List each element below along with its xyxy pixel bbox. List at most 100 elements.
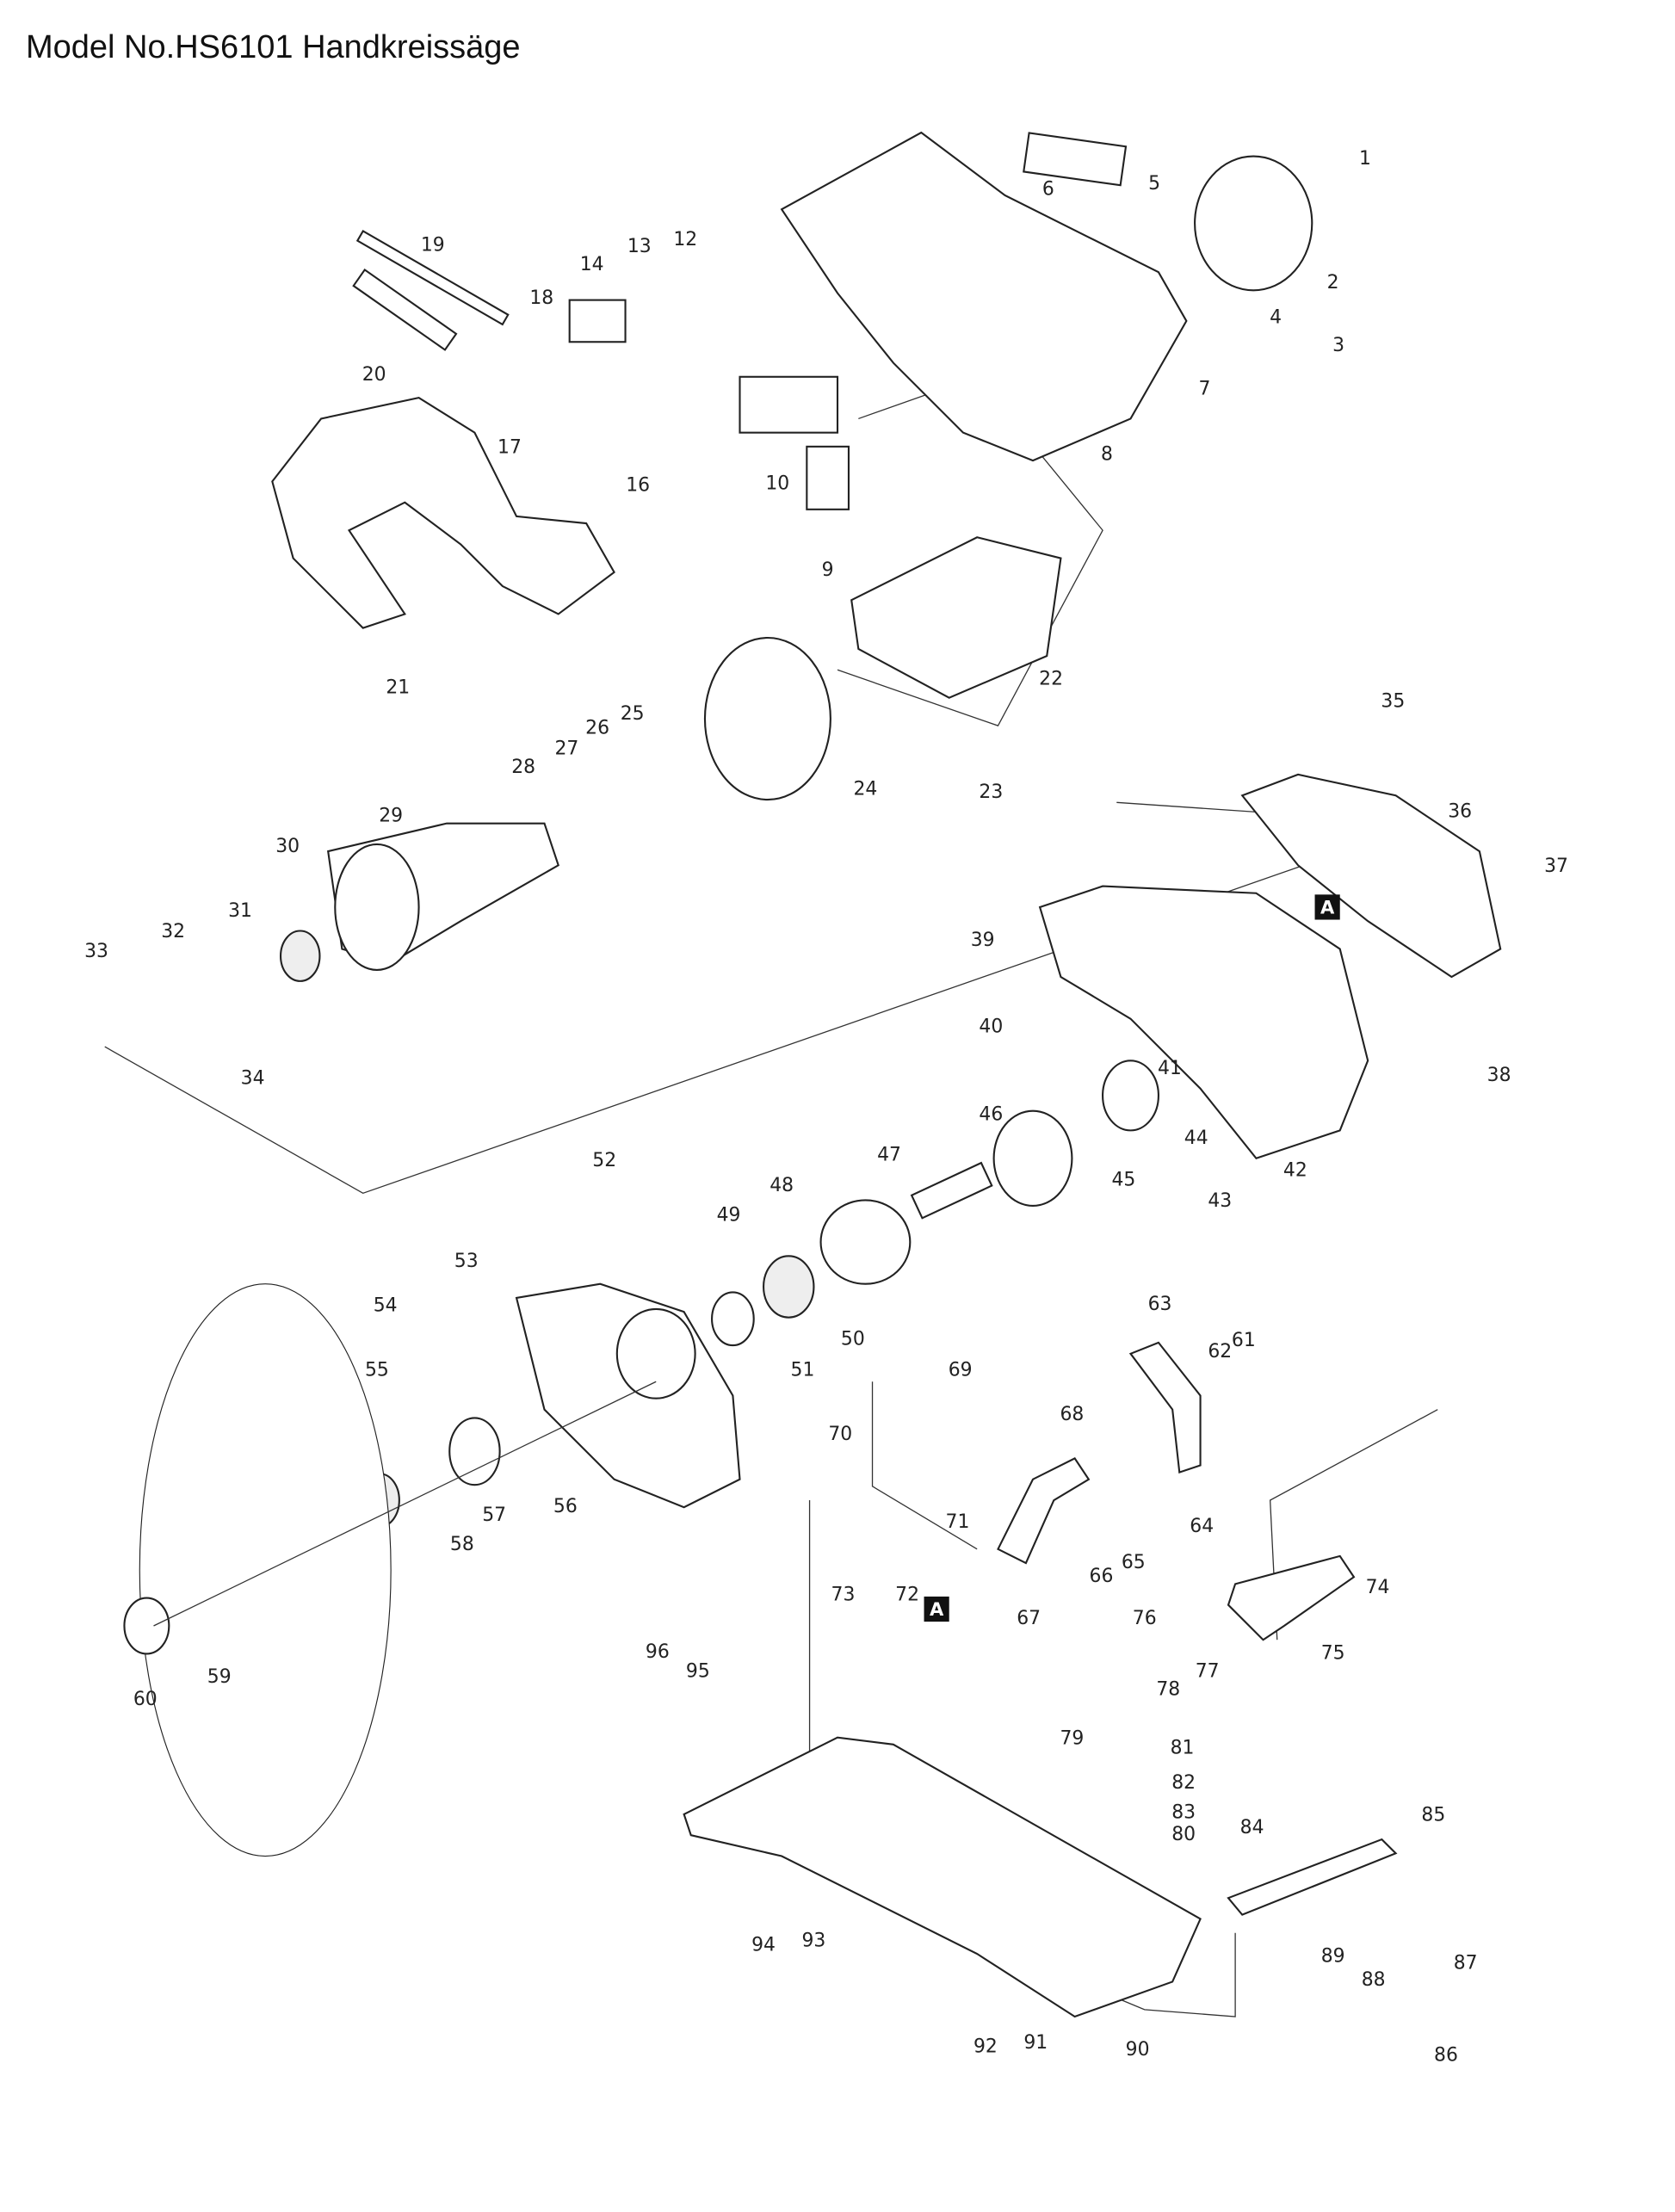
part-label: 46 [979, 1104, 1003, 1126]
part-label: 36 [1448, 801, 1472, 823]
part-label: 38 [1487, 1065, 1511, 1086]
part-label: 62 [1208, 1341, 1232, 1362]
part-label: 16 [626, 474, 650, 496]
brush [806, 445, 850, 510]
part-label: 77 [1196, 1660, 1220, 1682]
part-label: 10 [765, 473, 789, 495]
part-label: 70 [828, 1424, 852, 1445]
part-label: 25 [621, 703, 645, 725]
part-label: 86 [1434, 2044, 1458, 2066]
part-label: 22 [1039, 669, 1063, 690]
part-label: 49 [717, 1204, 741, 1226]
part-label: 32 [161, 921, 185, 942]
part-label: 63 [1148, 1294, 1172, 1315]
part-label: 89 [1321, 1945, 1345, 1967]
switch [568, 299, 627, 343]
gear-housing [1038, 885, 1369, 1160]
part-label: 7 [1198, 378, 1210, 399]
part-label: 66 [1090, 1566, 1114, 1587]
part-label: 83 [1171, 1801, 1196, 1823]
part-label: 9 [822, 559, 834, 581]
part-label: 47 [877, 1145, 901, 1166]
part-label: 33 [84, 941, 108, 962]
part-label: 82 [1171, 1772, 1196, 1794]
cord-tube [352, 268, 458, 351]
part-label: 58 [450, 1534, 474, 1555]
part-label: 69 [949, 1359, 973, 1381]
part-label: 92 [973, 2036, 998, 2058]
ball-bearing-2 [763, 1255, 815, 1319]
part-label: 21 [386, 677, 410, 698]
part-label: 3 [1332, 335, 1344, 356]
part-label: 84 [1240, 1817, 1264, 1838]
part-label: 73 [831, 1584, 856, 1605]
part-label: 18 [529, 287, 553, 309]
part-label: 2 [1327, 272, 1339, 293]
bevel-guide [997, 1457, 1091, 1565]
label-plate [1023, 132, 1128, 187]
capacitor [739, 375, 839, 434]
part-label: 45 [1111, 1170, 1135, 1191]
ring [711, 1291, 755, 1347]
part-label: 68 [1060, 1404, 1084, 1425]
part-label: 57 [482, 1505, 506, 1526]
part-label: 31 [228, 900, 252, 922]
part-label: 52 [592, 1150, 616, 1171]
part-label: 30 [275, 836, 300, 857]
part-label: 50 [841, 1329, 865, 1350]
part-label: 54 [374, 1295, 398, 1317]
reference-marker-a-2: A [924, 1596, 949, 1622]
blade-lever [1128, 1341, 1202, 1474]
rear-cover [1194, 155, 1313, 292]
part-label: 64 [1190, 1516, 1214, 1537]
part-label: 29 [379, 806, 403, 827]
part-label: 55 [365, 1359, 389, 1381]
part-label: 60 [133, 1689, 158, 1710]
bearing-box [819, 1199, 912, 1285]
part-label: 87 [1454, 1952, 1478, 1974]
part-label: 53 [454, 1251, 479, 1272]
part-label: 43 [1208, 1190, 1232, 1212]
part-label: 74 [1366, 1577, 1390, 1598]
handle-cover [271, 396, 615, 629]
outer-flange [123, 1597, 170, 1655]
part-label: 14 [580, 254, 604, 275]
ball-bearing [279, 930, 321, 982]
part-label: 67 [1017, 1608, 1041, 1629]
part-label: 12 [673, 229, 697, 250]
part-label: 65 [1122, 1552, 1146, 1573]
part-label: 59 [207, 1666, 232, 1688]
part-label: 42 [1283, 1159, 1307, 1181]
part-label: 85 [1421, 1805, 1445, 1826]
rip-fence [1227, 1838, 1398, 1916]
part-number-labels: 1 2 3 4 5 6 7 8 9 10 12 13 14 16 17 18 1… [84, 148, 1568, 2067]
lower-guard-hub [615, 1307, 696, 1399]
part-label: 40 [979, 1016, 1003, 1037]
part-label: 56 [553, 1496, 578, 1517]
part-label: 96 [646, 1641, 670, 1663]
part-label: 27 [555, 738, 579, 760]
part-label: 4 [1270, 307, 1282, 329]
part-label: 35 [1381, 691, 1405, 713]
part-label: 39 [971, 930, 995, 951]
part-label: 93 [802, 1930, 826, 1951]
part-label: 41 [1158, 1058, 1182, 1079]
reference-marker-a: A [1314, 894, 1340, 920]
armature-fan [334, 843, 420, 971]
part-label: 95 [686, 1660, 710, 1682]
part-label: 44 [1184, 1128, 1208, 1149]
part-label: 26 [585, 717, 609, 738]
spindle [910, 1161, 993, 1220]
adjusting-plate [1227, 1554, 1356, 1641]
part-label: 37 [1544, 856, 1568, 877]
page-title: Model No.HS6101 Handkreissäge [26, 29, 521, 65]
part-label: 24 [854, 779, 878, 800]
part-label: 72 [895, 1584, 919, 1605]
part-label: 79 [1060, 1727, 1084, 1749]
part-label: 28 [511, 757, 535, 778]
field-stator [850, 536, 1062, 699]
part-label: 75 [1321, 1642, 1345, 1664]
saw-blade [139, 1283, 392, 1857]
part-label: 19 [421, 234, 445, 256]
